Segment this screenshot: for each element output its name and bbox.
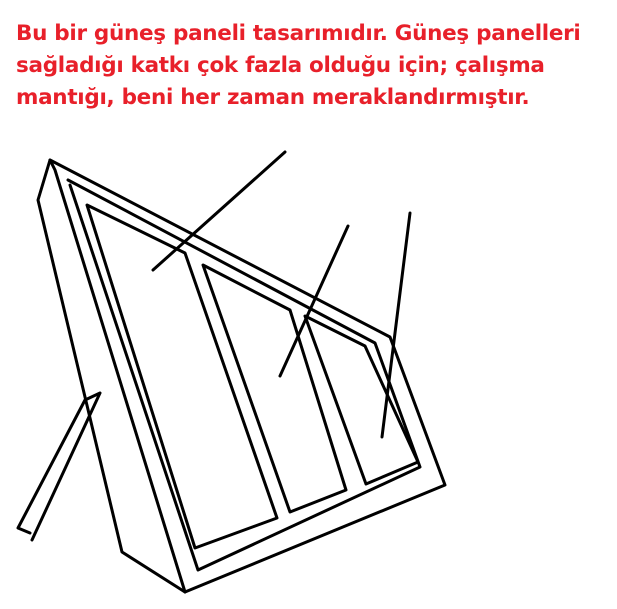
panel-inner-frame <box>66 178 422 572</box>
sun-ray-3 <box>380 211 412 439</box>
caption-line-3: mantığı, beni her zaman meraklandırmıştı… <box>16 85 530 110</box>
sun-ray-1 <box>151 150 287 272</box>
panel-cell-1 <box>85 203 279 550</box>
caption-text: Bu bir güneş paneli tasarımıdır. Güneş p… <box>16 18 611 114</box>
panel-cell-2 <box>201 263 348 514</box>
caption-line-2: sağladığı katkı çok fazla olduğu için; ç… <box>16 53 545 78</box>
panel-side-depth <box>36 158 187 594</box>
panel-outer-frame <box>48 158 447 594</box>
caption-line-1: Bu bir güneş paneli tasarımıdır. Güneş p… <box>16 21 581 46</box>
support-leg <box>16 391 102 542</box>
panel-cell-3 <box>303 314 420 486</box>
sun-ray-2 <box>278 224 350 378</box>
